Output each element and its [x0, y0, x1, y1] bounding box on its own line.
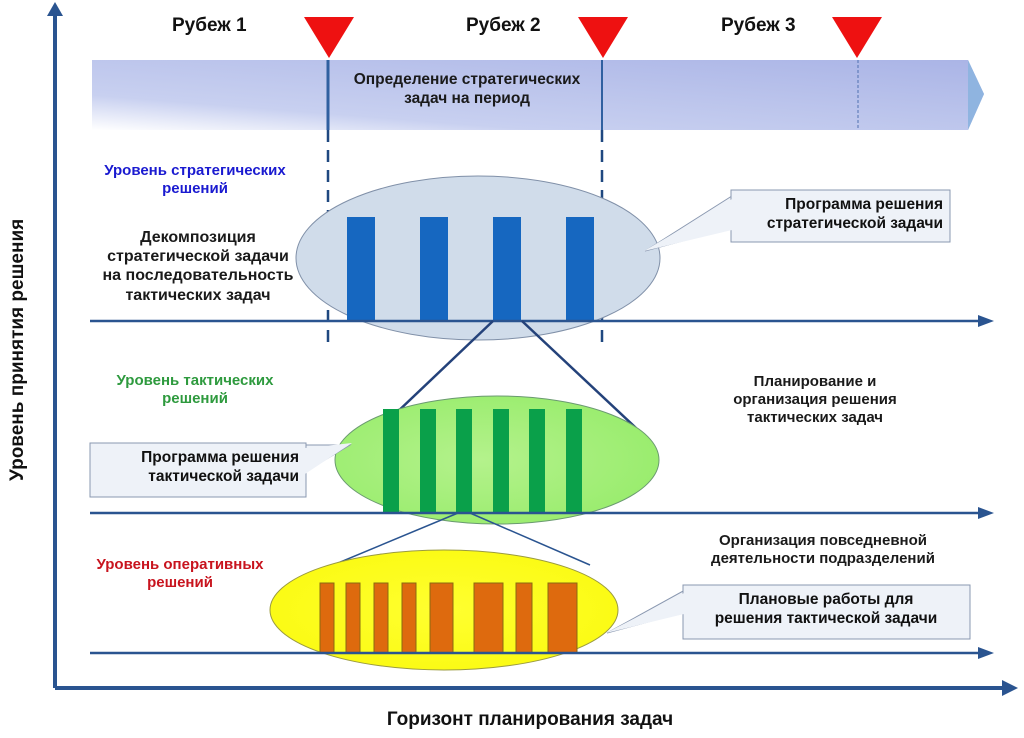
strategic-band-text-line: задач на период — [404, 89, 530, 107]
level-title-line: решений — [162, 390, 228, 407]
callout-tactical-program — [89, 442, 352, 498]
connector-strategic-tactical-right — [521, 320, 637, 429]
strategic-bars — [347, 217, 594, 321]
note-line: организация решения — [733, 391, 897, 408]
callout-line: Программа решения — [785, 196, 943, 213]
tactical-task-bar — [383, 409, 399, 513]
level-title-line: Уровень тактических — [116, 372, 274, 389]
callout-line: Плановые работы для — [738, 591, 914, 608]
note-line: на последовательность — [102, 267, 294, 285]
milestone-label-3: Рубеж 3 — [721, 15, 796, 36]
x-axis-title: Горизонт планирования задач — [386, 709, 674, 730]
x-axis-arrowhead — [1002, 680, 1018, 696]
note-line: Планирование и — [753, 373, 877, 390]
note-daily-activity: Организация повседневной деятельности по… — [678, 532, 968, 568]
milestone-marker-2 — [578, 17, 628, 58]
operational-work-bar — [515, 582, 533, 654]
callout-line: стратегической задачи — [766, 214, 943, 232]
operational-timeline-arrowhead — [978, 647, 994, 659]
strategic-task-bar — [493, 217, 521, 321]
strategic-band — [92, 60, 984, 130]
callout-strategic-program — [644, 189, 951, 252]
connector-tactical-operational-right — [469, 512, 591, 566]
strategic-task-bar — [566, 217, 594, 321]
callout-line: Программа решения — [141, 449, 299, 466]
operational-work-bar — [401, 582, 417, 654]
callout-line: тактической задачи — [148, 467, 299, 485]
level-title-operational: Уровень оперативных решений — [80, 556, 280, 592]
milestone-marker-3 — [832, 17, 882, 58]
note-line: тактических задач — [125, 286, 271, 304]
operational-work-bar — [429, 582, 454, 654]
tactical-task-bar — [566, 409, 582, 513]
callout-planned-works — [606, 584, 971, 640]
strategic-task-bar — [347, 217, 375, 321]
callout-strategic-program-text: Программа решения стратегической задачи — [735, 196, 943, 233]
strategic-band-text-line: Определение стратегических — [353, 71, 581, 88]
y-axis-arrowhead — [47, 2, 63, 16]
operational-bars — [319, 582, 578, 654]
milestone-marker-1 — [304, 17, 354, 58]
note-line: Декомпозиция — [140, 229, 256, 246]
operational-work-bar — [473, 582, 504, 654]
operational-work-bar — [373, 582, 389, 654]
y-axis-title: Уровень принятия решения — [7, 218, 28, 481]
tactical-task-bar — [529, 409, 545, 513]
tactical-task-bar — [420, 409, 436, 513]
milestone-label-1: Рубеж 1 — [172, 15, 247, 36]
milestone-label-2: Рубеж 2 — [466, 15, 541, 36]
note-line: стратегической задачи — [107, 248, 289, 266]
level-title-tactical: Уровень тактических решений — [95, 372, 295, 408]
note-line: Организация повседневной — [718, 532, 927, 549]
strategic-task-bar — [420, 217, 448, 321]
callout-line: решения тактической задачи — [714, 609, 938, 627]
operational-work-bar — [345, 582, 361, 654]
callout-tactical-program-text: Программа решения тактической задачи — [94, 449, 299, 486]
strategic-timeline-arrowhead — [978, 315, 994, 327]
level-title-strategic: Уровень стратегических решений — [80, 162, 310, 198]
level-title-line: решений — [147, 574, 213, 591]
callout-planned-works-text: Плановые работы для решения тактической … — [686, 591, 966, 628]
note-planning: Планирование и организация решения такти… — [700, 373, 930, 427]
note-line: деятельности подразделений — [711, 550, 935, 567]
tactical-timeline-arrowhead — [978, 507, 994, 519]
operational-work-bar — [319, 582, 335, 654]
tactical-bars — [383, 409, 582, 513]
note-line: тактических задач — [747, 409, 883, 426]
level-title-line: решений — [162, 180, 228, 197]
strategic-band-text: Определение стратегических задач на пери… — [332, 71, 602, 108]
operational-work-bar — [547, 582, 578, 654]
tactical-task-bar — [456, 409, 472, 513]
level-title-line: Уровень стратегических — [104, 162, 286, 179]
note-decomposition: Декомпозиция стратегической задачи на по… — [78, 228, 318, 305]
level-title-line: Уровень оперативных — [96, 556, 264, 573]
tactical-task-bar — [493, 409, 509, 513]
